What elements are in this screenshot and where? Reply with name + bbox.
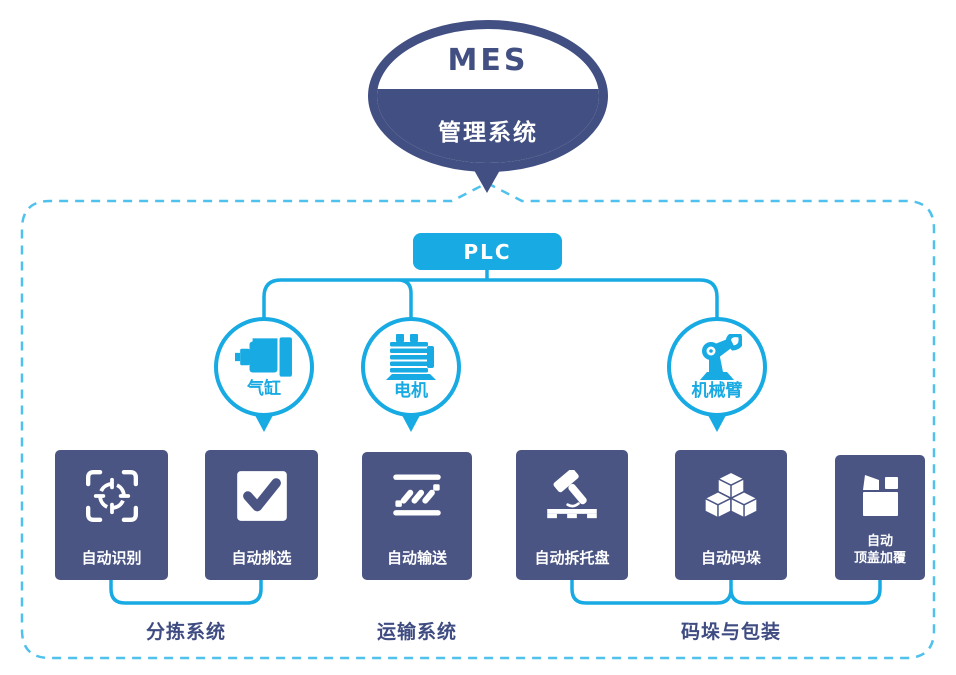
- group-bracket-sorting: [109, 574, 263, 605]
- actuator-circle-robot-arm: 机械臂: [667, 317, 767, 417]
- carton-box-icon: [863, 475, 898, 516]
- station-label-depalletizing: 自动拆托盘: [534, 548, 610, 567]
- station-label-recognition: 自动识别: [81, 548, 142, 567]
- robotic-arm-icon: [700, 334, 742, 380]
- mes-bubble-fill: [377, 89, 599, 163]
- group-label-palletizing-packaging: 码垛与包装: [680, 621, 781, 643]
- actuator-circle-cylinder: 气缸: [214, 317, 314, 417]
- mes-bubble: MES 管理系统: [368, 20, 608, 172]
- actuator-label-motor: 电机: [394, 381, 428, 401]
- station-auto-conveying: 自动输送: [362, 452, 472, 580]
- dashed-boundary: [20, 181, 936, 660]
- plc-branch-line: [262, 266, 719, 322]
- station-label-conveying: 自动输送: [386, 548, 447, 567]
- station-auto-picking: 自动挑选: [205, 450, 318, 580]
- mes-title: MES: [447, 43, 529, 78]
- station-label-picking: 自动挑选: [231, 548, 292, 567]
- station-auto-depalletizing: 自动拆托盘: [516, 450, 628, 580]
- plc-box: PLC: [413, 233, 562, 270]
- actuator-circle-motor: 电机: [361, 317, 461, 417]
- actuator-label-cylinder: 气缸: [247, 379, 281, 399]
- group-label-sorting-system: 分拣系统: [145, 621, 226, 643]
- pneumatic-cylinder-icon: [235, 337, 292, 377]
- stacked-cubes-icon: [704, 471, 758, 519]
- group-label-transport-system: 运输系统: [376, 621, 457, 643]
- checkmark-icon: [236, 471, 287, 521]
- plc-label: PLC: [463, 239, 512, 264]
- group-bracket-palletizing: [570, 574, 882, 605]
- station-label-palletizing: 自动码垛: [700, 548, 761, 567]
- station-auto-capping: 自动 顶盖加覆: [835, 455, 925, 580]
- station-auto-palletizing: 自动码垛: [675, 450, 787, 580]
- conveyor-icon: [393, 474, 441, 516]
- mes-subtitle: 管理系统: [438, 120, 538, 146]
- actuator-label-robot-arm: 机械臂: [691, 381, 743, 401]
- station-label-capping: 自动 顶盖加覆: [853, 534, 906, 567]
- depalletize-hammer-icon: [547, 470, 597, 519]
- electric-motor-icon: [386, 334, 436, 380]
- scan-target-icon: [85, 470, 138, 522]
- station-auto-recognition: 自动识别: [55, 450, 168, 580]
